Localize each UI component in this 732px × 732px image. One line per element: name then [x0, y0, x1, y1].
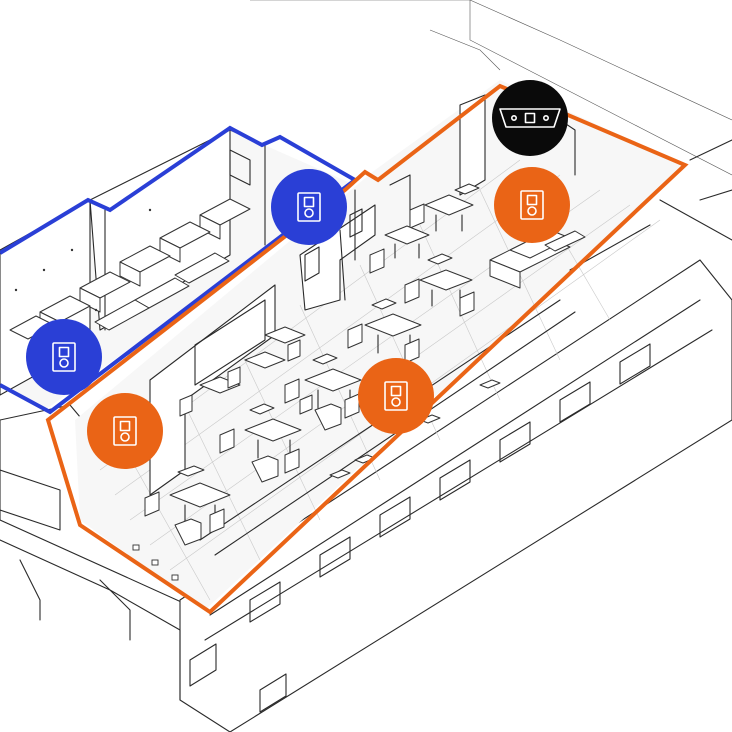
speaker-icon[interactable] [494, 167, 570, 243]
soundbar-icon[interactable] [492, 80, 568, 156]
floor-fixtures [132, 544, 179, 581]
speaker-icon[interactable] [26, 319, 102, 395]
speaker-icon[interactable] [271, 169, 347, 245]
zone-blue-outline [0, 125, 359, 415]
facade-windows [189, 343, 651, 713]
speaker-icon[interactable] [358, 358, 434, 434]
dining-furniture [144, 183, 586, 546]
zone-orange-outline [45, 83, 689, 615]
speaker-icon[interactable] [87, 393, 163, 469]
blue-room-seating [9, 198, 251, 340]
